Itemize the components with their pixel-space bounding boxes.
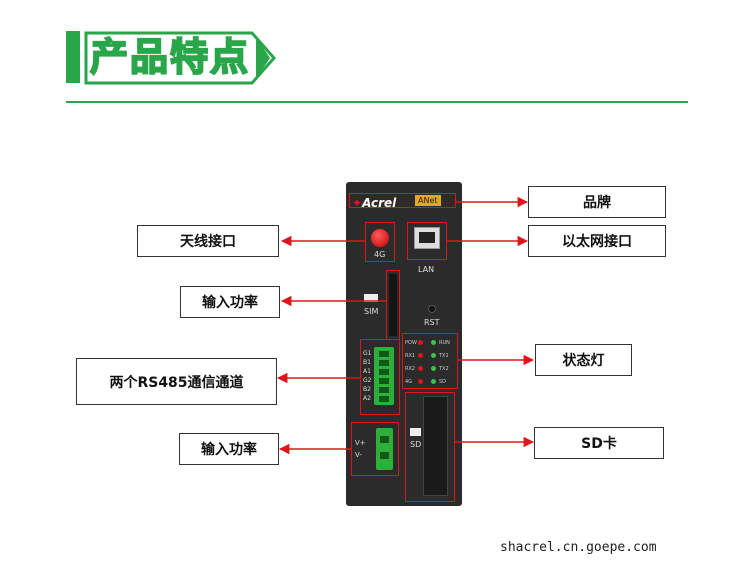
sd-highlight xyxy=(405,392,455,502)
led-panel: POW RUN RX1 TX1 RX2 TX2 4G SD xyxy=(405,336,457,388)
callout-input-power-bottom: 输入功率 xyxy=(179,433,279,465)
terminal-label: B1 xyxy=(363,359,371,366)
callout-input-power-top: 输入功率 xyxy=(180,286,280,318)
led-red-icon xyxy=(418,340,423,345)
sim-label: SIM xyxy=(364,307,379,316)
power-terminal-labels: V+ V- xyxy=(355,437,366,461)
led-red-icon xyxy=(418,366,423,371)
power-label: V- xyxy=(355,451,362,459)
led-green-icon xyxy=(431,353,436,358)
antenna-connector-icon xyxy=(371,229,389,247)
led-green-icon xyxy=(431,366,436,371)
brand-highlight xyxy=(349,193,456,208)
reset-button[interactable] xyxy=(428,305,436,313)
led-label: TX1 xyxy=(439,352,449,359)
power-terminal-block xyxy=(376,428,393,470)
led-label: SD xyxy=(439,378,447,385)
led-label: 4G xyxy=(405,378,413,385)
sim-card-icon xyxy=(364,294,378,302)
led-row: RX1 TX1 xyxy=(405,349,457,362)
callout-sd-card: SD卡 xyxy=(534,427,664,459)
callout-rs485: 两个RS485通信通道 xyxy=(76,358,277,405)
callout-brand: 品牌 xyxy=(528,186,666,218)
led-label: RX1 xyxy=(405,352,416,359)
terminal-label: A1 xyxy=(363,368,371,375)
led-label: TX2 xyxy=(439,365,449,372)
lan-port-icon xyxy=(414,227,440,249)
terminal-label: G1 xyxy=(363,350,372,357)
antenna-label: 4G xyxy=(374,250,386,259)
callout-antenna: 天线接口 xyxy=(137,225,279,257)
lan-label: LAN xyxy=(418,265,435,274)
led-label: POW xyxy=(405,339,417,346)
led-label: RX2 xyxy=(405,365,416,372)
rs485-highlight xyxy=(360,339,400,415)
callout-ethernet: 以太网接口 xyxy=(528,225,666,257)
title-accent-bar xyxy=(66,31,80,83)
brand-logo: ✦Acrel xyxy=(352,196,397,210)
sd-label: SD xyxy=(410,440,422,449)
led-red-icon xyxy=(418,353,423,358)
sd-slot-cover[interactable] xyxy=(423,396,448,496)
power-highlight xyxy=(351,422,399,476)
callout-status-lights: 状态灯 xyxy=(535,344,632,376)
model-badge: ANet xyxy=(415,195,441,206)
led-row: RX2 TX2 xyxy=(405,362,457,375)
lan-highlight xyxy=(407,222,447,260)
sd-card-icon xyxy=(410,428,421,436)
led-label: RUN xyxy=(439,339,450,346)
antenna-highlight xyxy=(365,222,395,262)
sim-slot xyxy=(389,274,397,336)
page-title: 产品特点 xyxy=(89,34,251,80)
led-green-icon xyxy=(431,379,436,384)
led-green-icon xyxy=(431,340,436,345)
title-banner-shape xyxy=(84,31,276,85)
rst-label: RST xyxy=(424,318,440,327)
header-divider xyxy=(66,101,688,103)
terminal-labels: G1 B1 A1 G2 B2 A2 xyxy=(363,349,371,403)
led-row: POW RUN xyxy=(405,336,457,349)
power-label: V+ xyxy=(355,439,366,447)
status-leds-highlight xyxy=(402,333,458,389)
terminal-label: G2 xyxy=(363,377,372,384)
led-red-icon xyxy=(418,379,423,384)
terminal-label: B2 xyxy=(363,386,371,393)
site-watermark: shacrel.cn.goepe.com xyxy=(500,540,657,555)
rs485-terminal-block xyxy=(374,347,394,405)
led-row: 4G SD xyxy=(405,375,457,388)
terminal-label: A2 xyxy=(363,395,371,402)
